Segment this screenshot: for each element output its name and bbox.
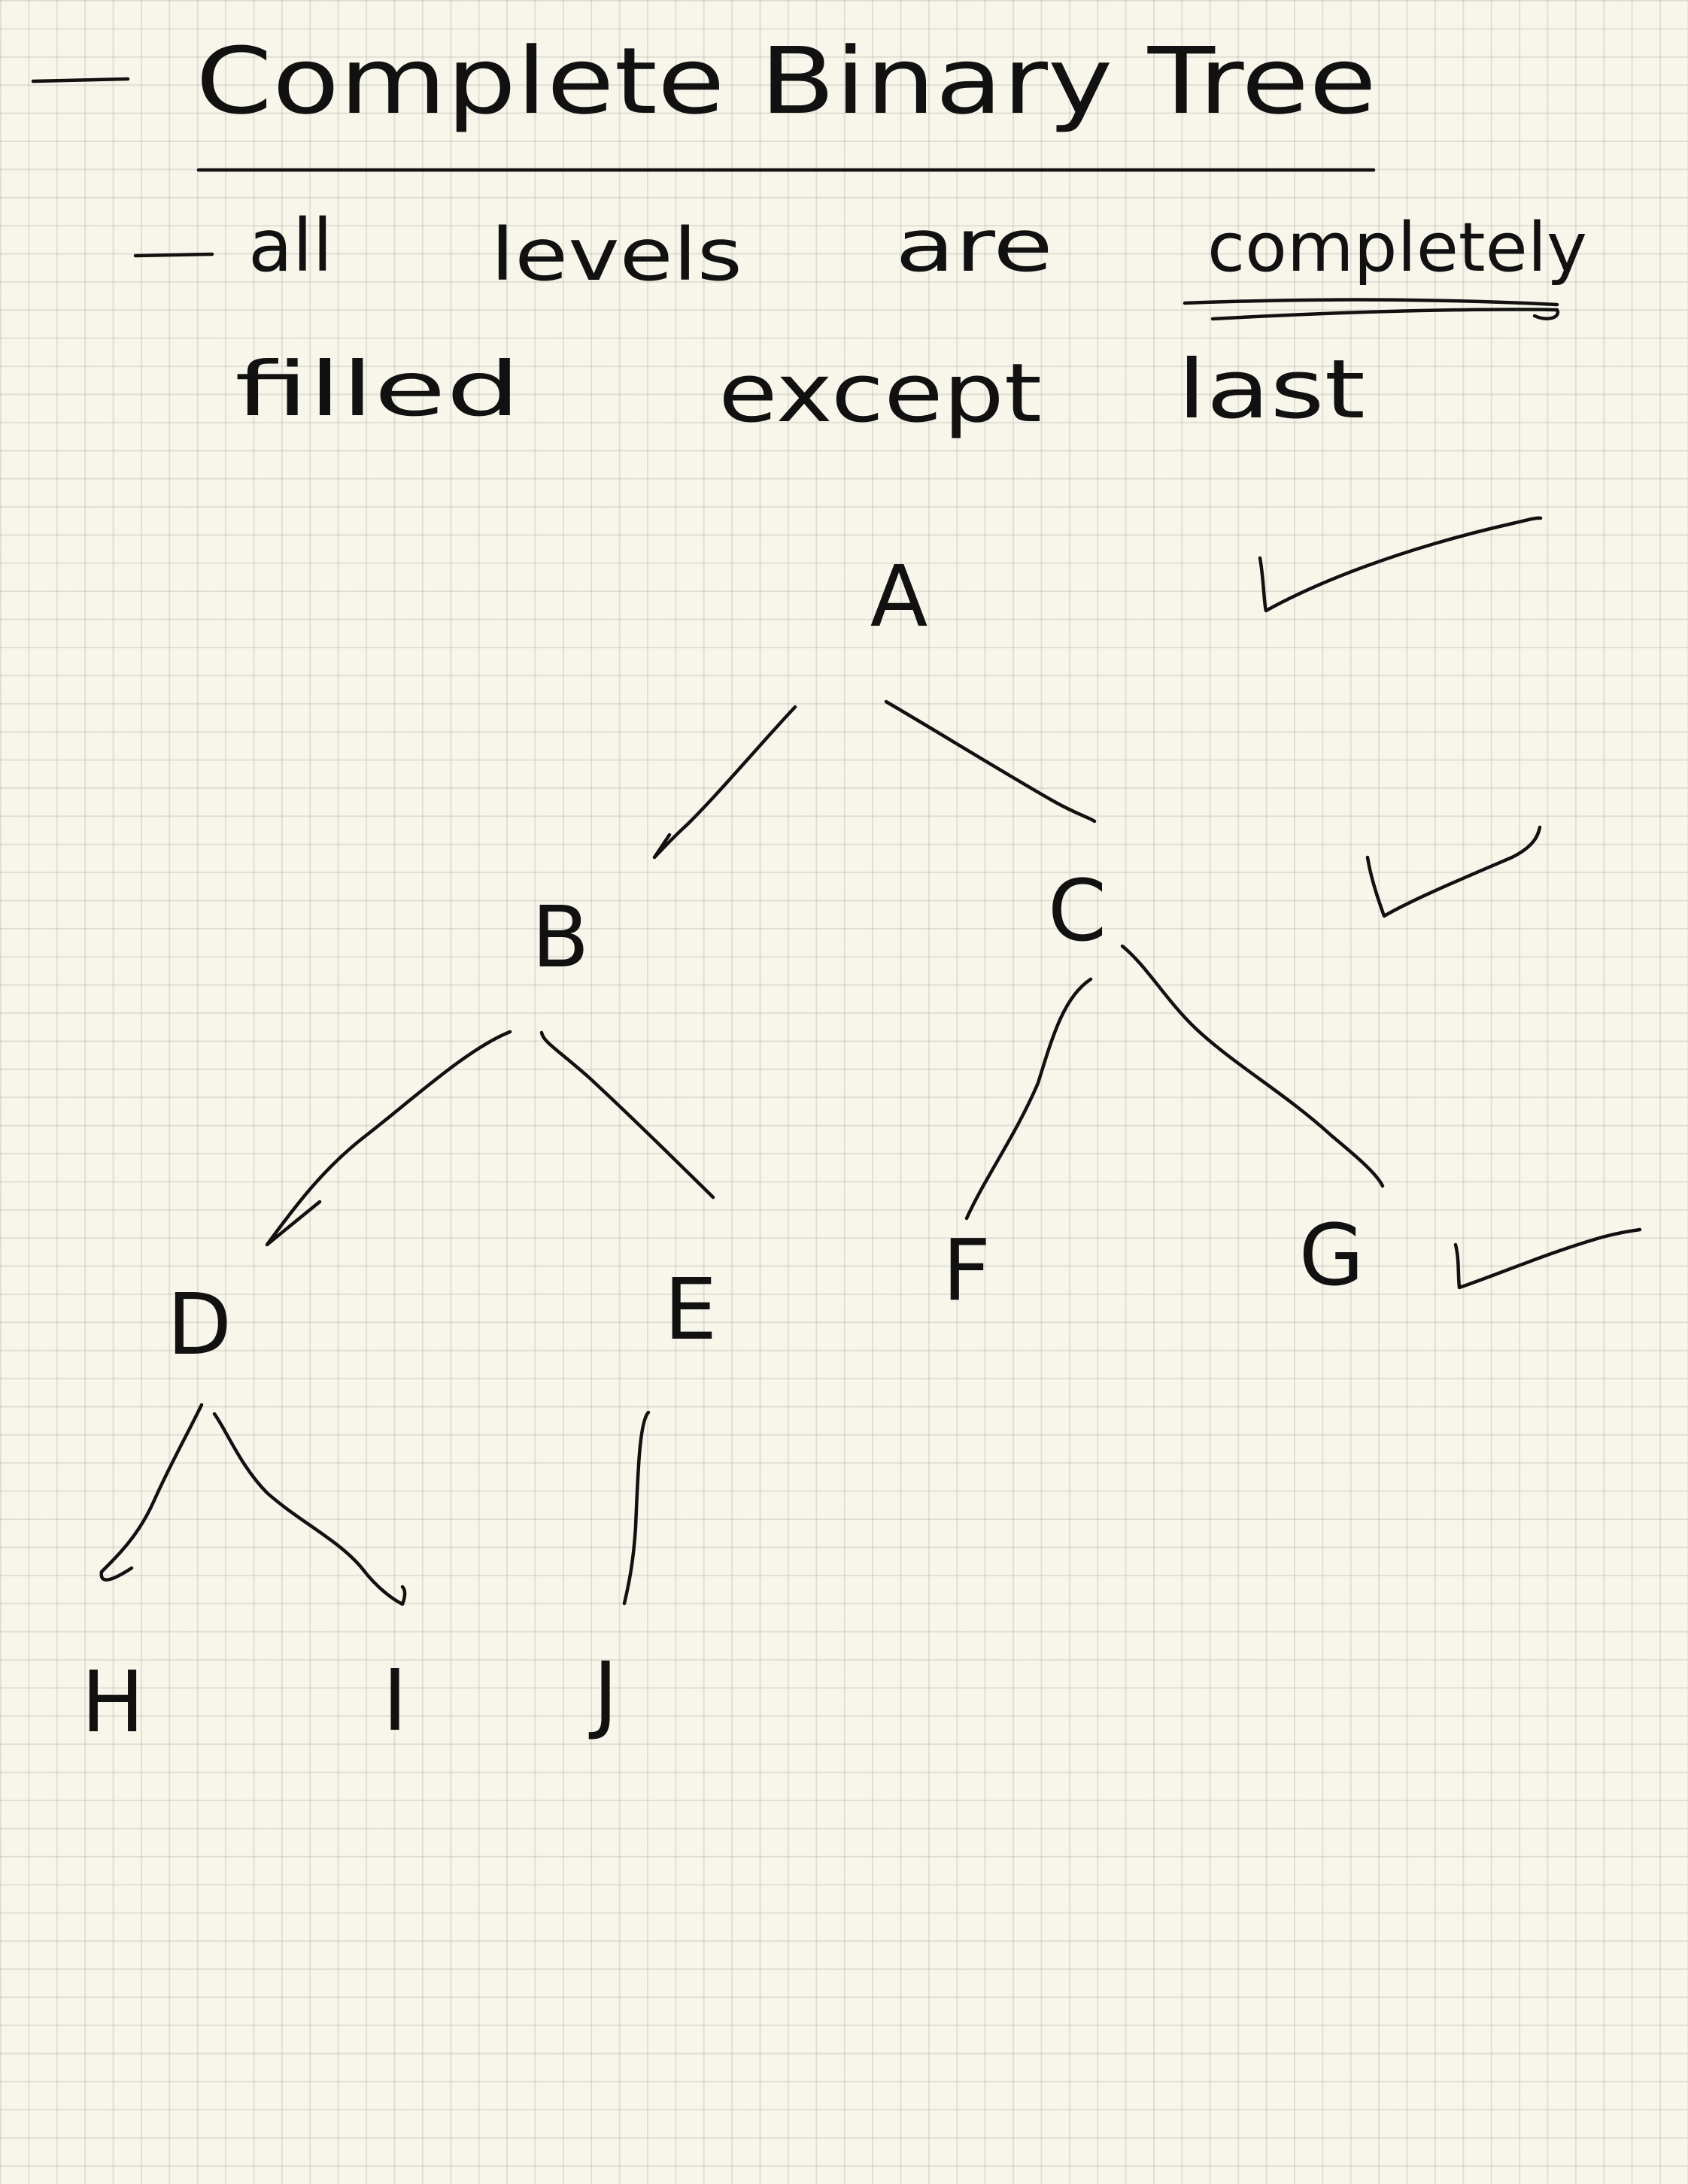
title-dash bbox=[31, 77, 130, 83]
word-filled: filled bbox=[235, 345, 521, 433]
checkmark-level-0-icon bbox=[1258, 516, 1543, 613]
word-last: last bbox=[1177, 343, 1365, 437]
definition-section: all levels are completely filled except … bbox=[133, 204, 1587, 441]
word-except: except bbox=[718, 347, 1042, 441]
tree-node-c: C bbox=[1048, 863, 1107, 960]
tree-node-d: D bbox=[167, 1276, 232, 1374]
word-levels: levels bbox=[490, 213, 742, 297]
checkmark-level-2-icon bbox=[1453, 1227, 1642, 1290]
tree-node-j: J bbox=[588, 1645, 618, 1743]
tree-edges bbox=[99, 699, 1385, 1606]
edge-b-d bbox=[265, 1030, 512, 1247]
tree-nodes: A B C D E F G H I J bbox=[81, 548, 1365, 1752]
completely-underline-1 bbox=[1183, 298, 1559, 307]
tree-node-a: A bbox=[870, 548, 928, 646]
tree-node-e: E bbox=[664, 1261, 718, 1359]
title-section: Complete Binary Tree bbox=[31, 28, 1377, 172]
tree-node-h: H bbox=[81, 1654, 144, 1752]
level-checkmarks bbox=[1258, 516, 1642, 1290]
edge-b-e bbox=[539, 1030, 715, 1200]
word-are: are bbox=[895, 204, 1053, 288]
checkmark-level-1-icon bbox=[1365, 825, 1542, 918]
edge-e-j bbox=[622, 1410, 651, 1606]
word-all: all bbox=[248, 204, 332, 288]
edge-c-g bbox=[1120, 944, 1385, 1188]
tree-node-i: I bbox=[382, 1652, 407, 1750]
definition-dash bbox=[133, 252, 214, 258]
page-title: Complete Binary Tree bbox=[196, 28, 1377, 135]
tree-node-f: F bbox=[943, 1222, 991, 1320]
edge-a-c bbox=[884, 699, 1097, 824]
edge-c-f bbox=[964, 977, 1093, 1221]
tree-node-b: B bbox=[532, 889, 590, 987]
word-completely: completely bbox=[1207, 208, 1587, 287]
edge-a-b bbox=[652, 705, 797, 860]
tree-node-g: G bbox=[1299, 1207, 1365, 1305]
completely-underline-2 bbox=[1210, 308, 1560, 321]
edge-d-h bbox=[99, 1403, 204, 1582]
edge-d-i bbox=[212, 1412, 407, 1606]
